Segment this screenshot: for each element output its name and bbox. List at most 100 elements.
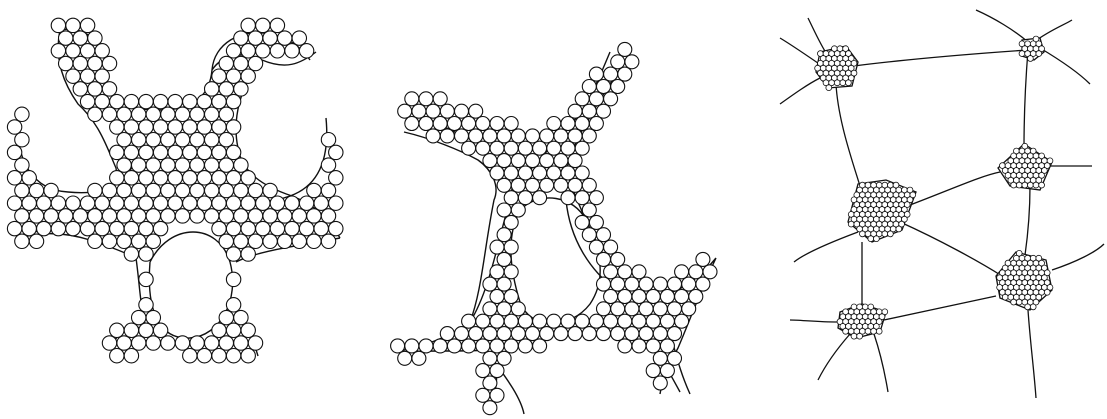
foam-bubble [248, 336, 262, 350]
foam-bubble [7, 171, 21, 185]
foam-bubble [66, 221, 80, 235]
foam-bubble [205, 336, 219, 350]
cluster-bubble [848, 221, 854, 227]
foam-bubble [139, 298, 153, 312]
foam-bubble [124, 247, 138, 261]
foam-bubble [321, 234, 335, 248]
foam-bubble [212, 323, 226, 337]
foam-bubble [321, 183, 335, 197]
foam-bubble [88, 107, 102, 121]
foam-bubble [497, 178, 511, 192]
foam-bubble [44, 183, 58, 197]
cluster-bubble [1011, 182, 1017, 188]
foam-bubble [419, 92, 433, 106]
foam-bubble [161, 133, 175, 147]
foam-bubble [22, 196, 36, 210]
foam-bubble [398, 104, 412, 118]
foam-bubble [212, 69, 226, 83]
foam-bubble [124, 171, 138, 185]
cluster-bubble [1022, 182, 1028, 188]
foam-bubble [37, 221, 51, 235]
foam-bubble [219, 310, 233, 324]
foam-bubble [263, 209, 277, 223]
foam-bubble [490, 166, 504, 180]
foam-bubble [504, 141, 518, 155]
foam-bubble [117, 336, 131, 350]
foam-bubble [168, 196, 182, 210]
foam-bubble [248, 31, 262, 45]
foam-bubble [58, 31, 72, 45]
foam-bubble [476, 388, 490, 402]
foam-bubble [582, 327, 596, 341]
foam-bubble [175, 336, 189, 350]
foam-bubble [241, 323, 255, 337]
foam-bubble [518, 314, 532, 328]
foam-bubble [51, 221, 65, 235]
foam-bubble [241, 18, 255, 32]
foam-bubble [110, 323, 124, 337]
foam-bubble [299, 196, 313, 210]
foam-bubble [582, 228, 596, 242]
foam-bubble [132, 107, 146, 121]
foam-bubble [497, 154, 511, 168]
foam-bubble [321, 158, 335, 172]
foam-bubble [639, 302, 653, 316]
foam-bubble [175, 183, 189, 197]
cluster-bubble [851, 333, 857, 339]
foam-bubble [15, 209, 29, 223]
foam-bubble [653, 376, 667, 390]
foam-bubble [241, 69, 255, 83]
foam-bubble [22, 171, 36, 185]
foam-bubble [511, 203, 525, 217]
foam-bubble [263, 31, 277, 45]
foam-bubble [540, 327, 554, 341]
foam-bubble [132, 209, 146, 223]
foam-bubble [391, 339, 405, 353]
foam-bubble [518, 339, 532, 353]
foam-bubble [618, 290, 632, 304]
foam-bubble [696, 252, 710, 266]
foam-bubble [219, 183, 233, 197]
foam-bubble [440, 104, 454, 118]
foam-bubble [526, 178, 540, 192]
foam-bubble [117, 107, 131, 121]
cluster-bubble [1033, 182, 1039, 188]
foam-bubble [597, 302, 611, 316]
foam-bubble [469, 104, 483, 118]
foam-bubble [646, 290, 660, 304]
foam-bubble [80, 221, 94, 235]
foam-bubble [168, 94, 182, 108]
foam-bubble [625, 55, 639, 69]
foam-bubble [102, 107, 116, 121]
foam-bubble [476, 364, 490, 378]
cluster-bubble [826, 85, 832, 91]
foam-bubble [462, 141, 476, 155]
foam-bubble [117, 158, 131, 172]
foam-bubble [511, 327, 525, 341]
foam-bubble [146, 209, 160, 223]
foam-bubble [117, 234, 131, 248]
foam-bubble [533, 191, 547, 205]
foam-bubble [285, 44, 299, 58]
foam-bubble [226, 323, 240, 337]
foam-bubble [212, 145, 226, 159]
foam-bubble [234, 56, 248, 70]
foam-bubble [533, 314, 547, 328]
foam-bubble [241, 349, 255, 363]
foam-bubble [511, 302, 525, 316]
foam-bubble [618, 314, 632, 328]
foam-bubble [234, 183, 248, 197]
foam-bubble [219, 56, 233, 70]
foam-bubble [611, 80, 625, 94]
foam-bubble [511, 178, 525, 192]
foam-bubble [314, 196, 328, 210]
cluster-bubble [868, 236, 874, 242]
foam-bubble [292, 234, 306, 248]
foam-bubble [511, 154, 525, 168]
foam-bubble [153, 120, 167, 134]
foam-bubble [504, 215, 518, 229]
foam-bubble [696, 277, 710, 291]
foam-bubble [604, 314, 618, 328]
foam-bubble [604, 265, 618, 279]
